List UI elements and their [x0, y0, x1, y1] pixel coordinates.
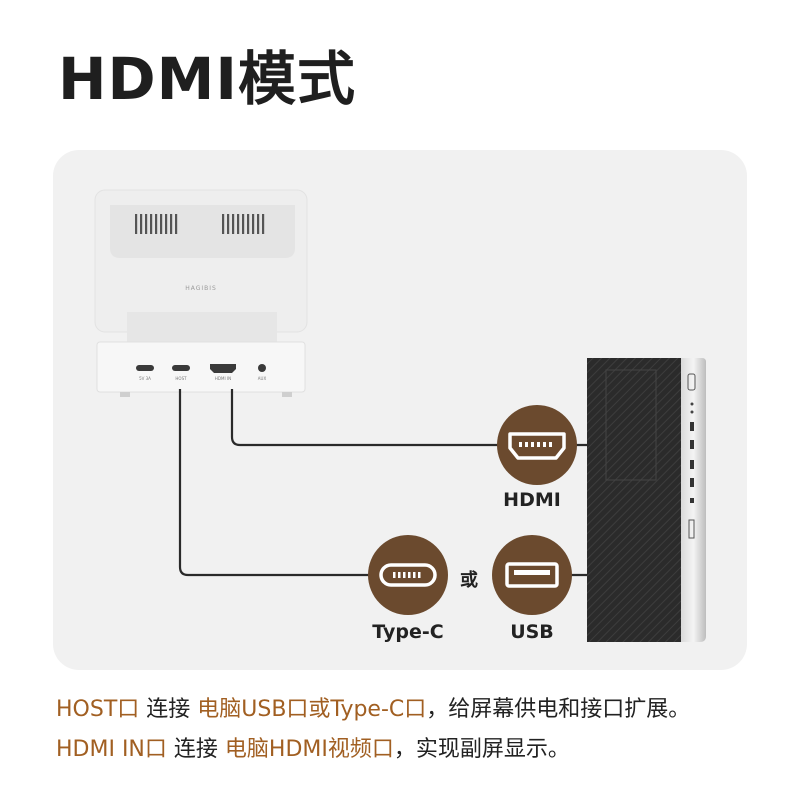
description-line-2: HDMI IN口 连接 电脑HDMI视频口，实现副屏显示。: [56, 735, 570, 765]
host-port-label: HOST: [175, 376, 187, 381]
hdmi-plug-icon: [508, 432, 566, 460]
hdmi-port-icon: [210, 364, 236, 373]
dock-base: 5V 3A HOST HDMI IN AUX: [96, 341, 306, 397]
hdmi-connector-label: HDMI: [503, 489, 561, 511]
connect-word: 连接: [139, 697, 198, 722]
pd-port-icon: [136, 365, 154, 371]
or-label: 或: [460, 570, 478, 591]
host-target-term: 电脑USB口或Type-C口: [197, 697, 427, 722]
usb-connector-label: USB: [510, 621, 554, 643]
description-line-1: HOST口 连接 电脑USB口或Type-C口，给屏幕供电和接口扩展。: [56, 695, 690, 725]
aux-port-label: AUX: [258, 376, 267, 381]
host-port-term: HOST口: [56, 697, 140, 722]
connect-word: 连接: [166, 737, 225, 762]
hdmi-target-term: 电脑HDMI视频口: [224, 737, 394, 762]
desktop-tower: [587, 358, 706, 642]
host-port-icon: [172, 365, 190, 371]
typec-plug-icon: [379, 563, 437, 587]
pd-port-label: 5V 3A: [139, 376, 151, 381]
host-description: ，给屏幕供电和接口扩展。: [426, 697, 691, 722]
monitor-back: HAGIBIS: [94, 189, 308, 342]
typec-connector-label: Type-C: [372, 621, 444, 643]
usb-plug-icon: [505, 562, 559, 588]
typec-connector-badge: [368, 535, 448, 615]
brand-logo: HAGIBIS: [185, 285, 217, 292]
vent-left: [135, 214, 178, 234]
cables: [178, 389, 590, 577]
vent-right: [222, 214, 265, 234]
hdmi-cable: [230, 389, 590, 447]
usb-connector-badge: [492, 535, 572, 615]
hdmi-in-port-term: HDMI IN口: [56, 737, 167, 762]
hdmi-connector-badge: [497, 405, 577, 485]
hdmi-port-label: HDMI IN: [215, 376, 231, 381]
hdmi-description: ，实现副屏显示。: [393, 737, 570, 762]
aux-port-icon: [258, 364, 266, 372]
host-cable: [178, 389, 372, 577]
page-title: HDMI模式: [58, 45, 356, 113]
